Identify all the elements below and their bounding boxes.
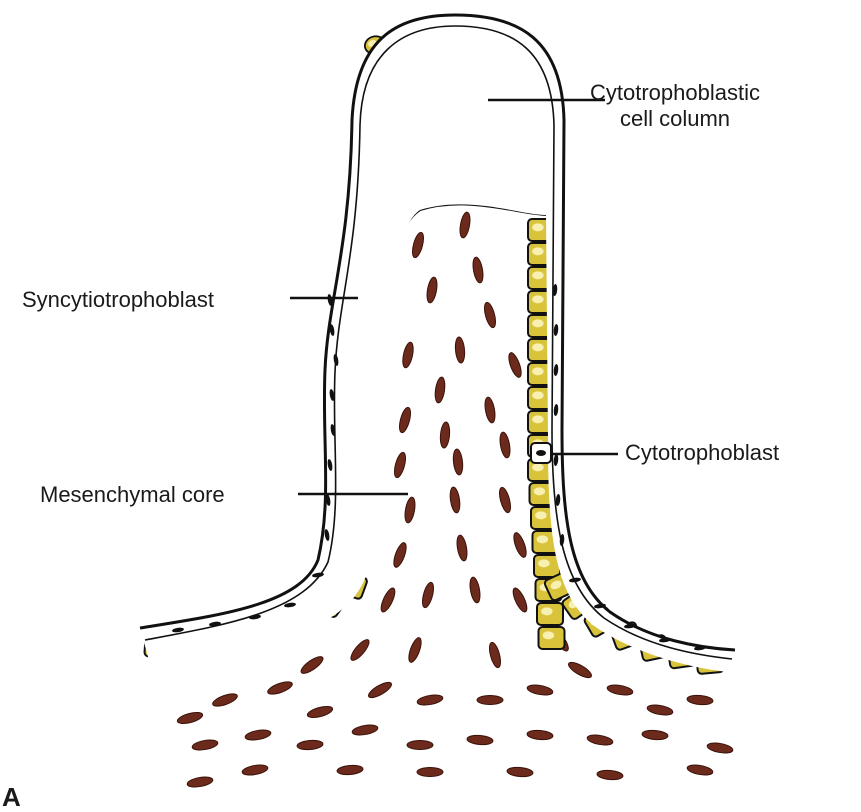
cell-nucleus-highlight (532, 463, 543, 471)
cell-nucleus-highlight (532, 319, 543, 327)
cytotrophoblast-cell-right (534, 555, 560, 577)
mesenchymal-nucleus (186, 775, 213, 788)
panel-letter: A (2, 784, 21, 810)
label-cell-column-line1: Cytotrophoblastic (590, 80, 760, 106)
cell-nucleus-highlight (538, 559, 549, 567)
cell-nucleus-highlight (532, 271, 543, 279)
mesenchymal-nucleus (417, 768, 443, 777)
cell-nucleus-highlight (535, 511, 546, 519)
mesenchymal-nucleus (297, 739, 324, 750)
cell-nucleus-highlight (543, 631, 554, 639)
mesenchymal-nucleus (477, 696, 503, 705)
mesenchymal-nucleus (527, 729, 554, 740)
cell-nucleus-highlight (537, 535, 548, 543)
label-cell-column-line2: cell column (590, 106, 760, 132)
mesenchymal-nucleus (407, 741, 433, 750)
mesenchymal-nucleus (597, 769, 624, 780)
label-mesenchymal-core: Mesenchymal core (40, 482, 225, 508)
cell-nucleus-highlight (532, 343, 543, 351)
cytotrophoblast-target-nucleus (536, 450, 546, 456)
cell-nucleus-highlight (534, 487, 545, 495)
mesenchymal-nucleus (191, 738, 218, 751)
label-cytotrophoblast: Cytotrophoblast (625, 440, 779, 466)
mesenchymal-nucleus (642, 729, 669, 740)
label-cytotrophoblastic-cell-column: Cytotrophoblastic cell column (590, 80, 760, 132)
mesenchymal-nucleus (241, 763, 268, 776)
cytotrophoblast-cell-right (539, 627, 565, 649)
mesenchymal-nucleus (686, 763, 713, 776)
mesenchymal-nucleus (507, 766, 534, 777)
label-syncytiotrophoblast: Syncytiotrophoblast (22, 287, 214, 313)
mesenchymal-nucleus (337, 764, 364, 775)
cell-nucleus-highlight (532, 247, 543, 255)
mesenchymal-nucleus (586, 733, 613, 746)
mesenchymal-nucleus (467, 734, 494, 745)
cell-nucleus-highlight (541, 607, 552, 615)
mesenchymal-nucleus (351, 723, 378, 736)
cell-nucleus-highlight (532, 415, 543, 423)
mesenchymal-nucleus (706, 741, 733, 754)
cell-nucleus-highlight (532, 295, 543, 303)
cell-nucleus-highlight (532, 391, 543, 399)
cell-nucleus-highlight (532, 223, 543, 231)
mesenchymal-nucleus (244, 728, 271, 741)
cytotrophoblast-cell-right (537, 603, 563, 625)
cell-nucleus-highlight (532, 367, 543, 375)
